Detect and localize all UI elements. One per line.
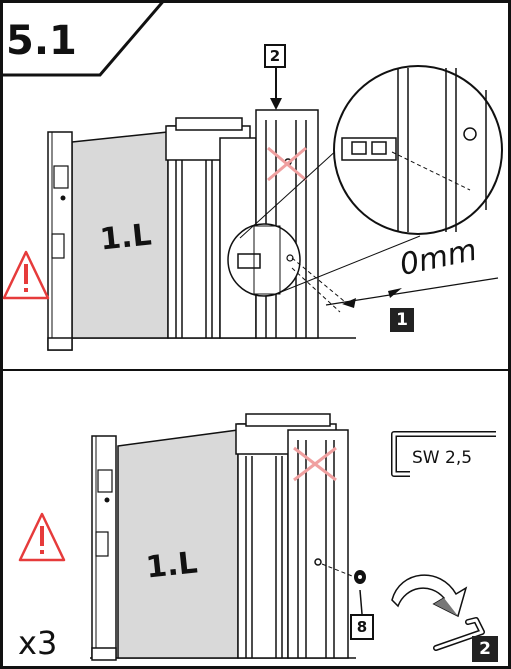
spirit-level-icon: [47, 131, 73, 351]
screw-icon: [354, 570, 366, 584]
screw-callout-number: 8: [350, 614, 374, 640]
step-badge-2: 2: [472, 636, 498, 662]
warning-icon: [18, 512, 66, 562]
profile-top: [165, 109, 319, 339]
callout-number-top: 2: [264, 44, 286, 68]
step-number: 5.1: [6, 18, 77, 64]
cross-mark-icon: [293, 446, 337, 482]
part-label-top: 1.L: [98, 217, 154, 258]
step-badge-1: 1: [390, 308, 414, 332]
detail-circle-small: [227, 223, 301, 297]
part-label-bottom: 1.L: [144, 545, 200, 586]
tool-label: SW 2,5: [412, 448, 473, 468]
warning-icon: [2, 250, 50, 300]
detail-circle-large: [333, 65, 503, 235]
allen-key-icon: [433, 617, 485, 651]
step-tab: [1, 0, 165, 77]
glass-panel-bottom: [117, 429, 239, 659]
rotate-arrow-icon: [391, 574, 468, 618]
cross-mark-icon: [267, 146, 307, 182]
spirit-level-icon: [91, 435, 117, 661]
profile-bottom: [235, 413, 349, 659]
allen-key-icon: [391, 431, 496, 477]
quantity-label: x3: [18, 624, 58, 662]
